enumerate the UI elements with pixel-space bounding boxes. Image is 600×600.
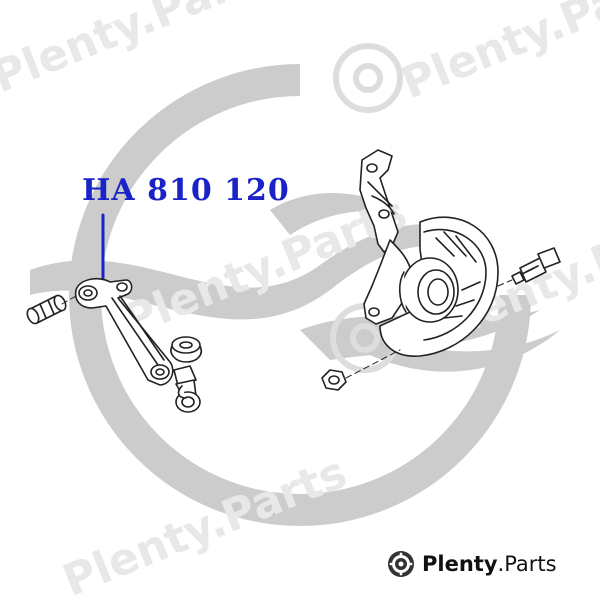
nut-icon — [321, 369, 347, 391]
bumper-icon — [170, 336, 202, 363]
brand-separator: . — [497, 552, 505, 576]
ball-joint-icon — [173, 365, 201, 413]
hub-icon — [398, 257, 459, 323]
brand-suffix: Parts — [504, 552, 557, 576]
brand-logo[interactable]: Plenty.Parts — [386, 548, 557, 580]
bolt-icon — [511, 247, 561, 285]
bushing-icon — [26, 294, 67, 325]
control-arm-icon — [74, 277, 174, 386]
brand-name: Plenty — [422, 552, 498, 576]
assembly-lines — [61, 279, 513, 379]
disc-brake-logo-icon — [388, 551, 414, 577]
part-number-label[interactable]: HA 810 120 — [82, 173, 290, 208]
